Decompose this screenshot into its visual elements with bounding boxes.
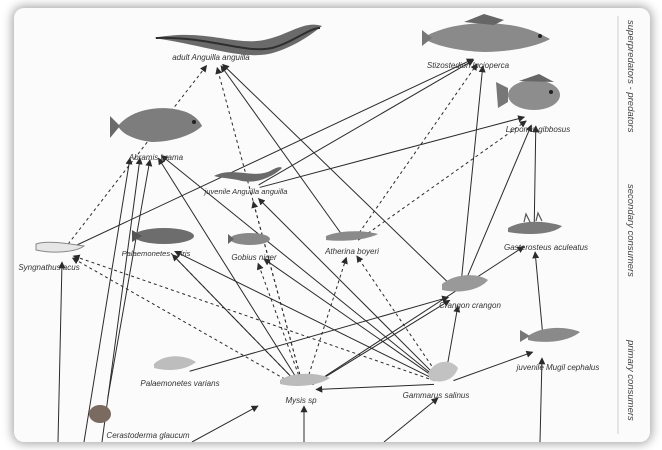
label-palaemonetes-longirostris: Palaemonetes ... iris [122,249,191,258]
sunfish-icon [496,74,560,110]
link-atherina-to-sander [356,64,477,238]
label-gammarus: Gammarus salinus [403,391,470,400]
link-cerastoderma-to-abramis [108,160,150,398]
link-from-below-3 [192,406,258,442]
cockle-shell-icon [89,405,111,423]
link-gasterosteus-to-lepomis [534,126,536,230]
label-crangon: Crangon crangon [439,301,501,310]
label-cerastoderma: Cerastoderma glaucum [106,431,189,440]
label-syngnathus: Syngnathus acus [18,263,79,272]
eel-adult-icon [154,25,322,56]
zander-fish-icon [422,14,550,52]
label-atherina: Atherina boyeri [324,247,379,256]
label-gobius: Gobius niger [231,253,277,262]
gobius-fish-icon [228,233,270,245]
label-gasterosteus: Gasterosteus aculeatus [504,243,588,252]
link-from-below-2 [102,158,140,442]
bream-fish-icon [110,108,202,142]
mullet-fish-icon [520,328,580,342]
mysis-shrimp-icon [280,374,330,386]
shrimp-goby-icon [132,228,194,244]
trophic-level-panel: superpredators - predators secondary con… [618,16,636,434]
label-abramis: Abramis brama [128,153,184,162]
silverside-fish-icon [326,231,378,241]
link-mysis-to-gasterosteus [312,247,524,385]
level-label-primary: primary consumers [625,339,636,421]
level-label-secondary: secondary consumers [625,184,636,277]
level-label-superpredators: superpredators - predators [625,20,636,133]
link-gammarus-to-pal_longirostris [175,251,435,379]
link-gammarus-to-syngnathus [73,256,434,381]
food-web-card: superpredators - predators secondary con… [14,8,650,442]
link-mysis-to-gobius [258,263,301,380]
link-gammarus-to-abramis [161,156,436,378]
link-anguilla_juv-to-lepomis [260,117,525,187]
stickleback-fish-icon [508,213,562,234]
link-gammarus-to-anguilla_juv [258,198,436,376]
link-anguilla_juv-to-sander [259,60,474,185]
link-gammarus-to-atherina [357,256,439,376]
link-mugil-to-gasterosteus [535,252,543,338]
label-lepomis: Lepomis gibbosus [506,125,570,134]
organism-illustrations [36,14,580,423]
label-palaemonetes-varians: Palaemonetes varians [140,379,219,388]
label-mugil: juvenile Mugil cephalus [516,363,600,372]
link-from-below-5 [384,398,438,442]
link-gammarus-to-mysis [316,384,434,389]
food-web-diagram: superpredators - predators secondary con… [14,8,650,442]
link-from-below-1 [84,158,130,442]
prawn-icon [154,356,196,370]
link-crangon-to-sander [461,66,483,284]
link-from-below-0 [58,262,62,442]
label-adult-anguilla: adult Anguilla anguilla [172,53,250,62]
label-stizostedion: Stizostedion lucioperca [427,61,510,70]
pipefish-icon [36,242,84,252]
link-mysis-to-anguilla_juv [253,202,301,381]
label-mysis: Mysis sp [285,396,317,405]
label-juvenile-anguilla: juvenile Anguilla anguilla [204,187,288,196]
crangon-shrimp-icon [442,275,488,291]
eel-juvenile-icon [214,167,282,181]
gammarus-amphipod-icon [428,362,458,382]
